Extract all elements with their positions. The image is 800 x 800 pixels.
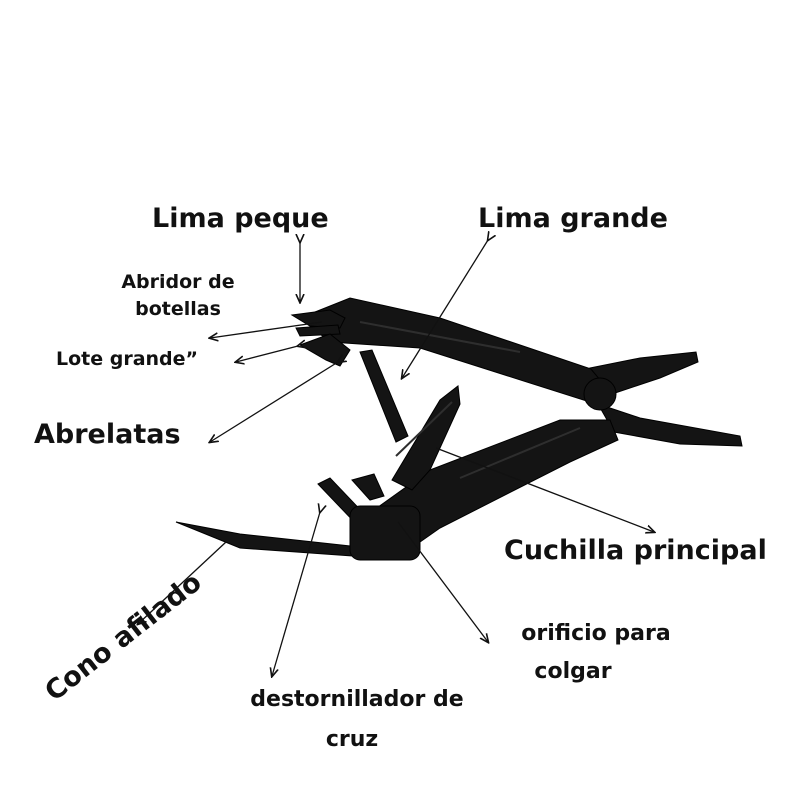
arrow-destornillador <box>272 512 320 676</box>
label-orificio-line2: colgar <box>534 659 612 685</box>
arrow-cono <box>138 541 227 624</box>
label-lima-peque: Lima peque <box>152 203 329 234</box>
label-abridor: Abridor de botellas <box>108 272 248 320</box>
plier-jaw-lower <box>596 403 743 447</box>
arrow-cuchilla <box>435 447 654 532</box>
arrow-orificio <box>397 521 488 642</box>
arrows <box>138 240 654 676</box>
label-destornillador-line1: destornillador de <box>250 687 464 712</box>
label-abridor-line1: Abridor de <box>121 271 235 293</box>
file-blade <box>359 349 409 443</box>
label-orificio-line1: orificio para <box>521 621 671 646</box>
small-lever <box>351 473 385 501</box>
label-abrelatas: Abrelatas <box>34 419 181 450</box>
small-file <box>295 324 341 337</box>
awl <box>175 521 353 557</box>
arrow-abridor <box>210 321 323 338</box>
label-abridor-line2: botellas <box>135 297 221 320</box>
hinge-block <box>349 505 421 561</box>
plier-pivot <box>583 377 617 411</box>
arrow-lima-grande <box>402 240 488 378</box>
arrow-lote-grande <box>236 346 298 362</box>
arrow-abrelatas <box>210 362 338 442</box>
label-destornillador-line2: cruz <box>325 727 379 753</box>
multitool <box>175 297 743 561</box>
label-destornillador: destornillador de cruz <box>232 687 482 752</box>
label-lima-grande: Lima grande <box>478 203 668 234</box>
label-orificio: orificio para colgar <box>496 621 696 684</box>
label-lote-grande: Lote grande” <box>56 348 199 370</box>
label-cuchilla-principal: Cuchilla principal <box>504 535 767 566</box>
